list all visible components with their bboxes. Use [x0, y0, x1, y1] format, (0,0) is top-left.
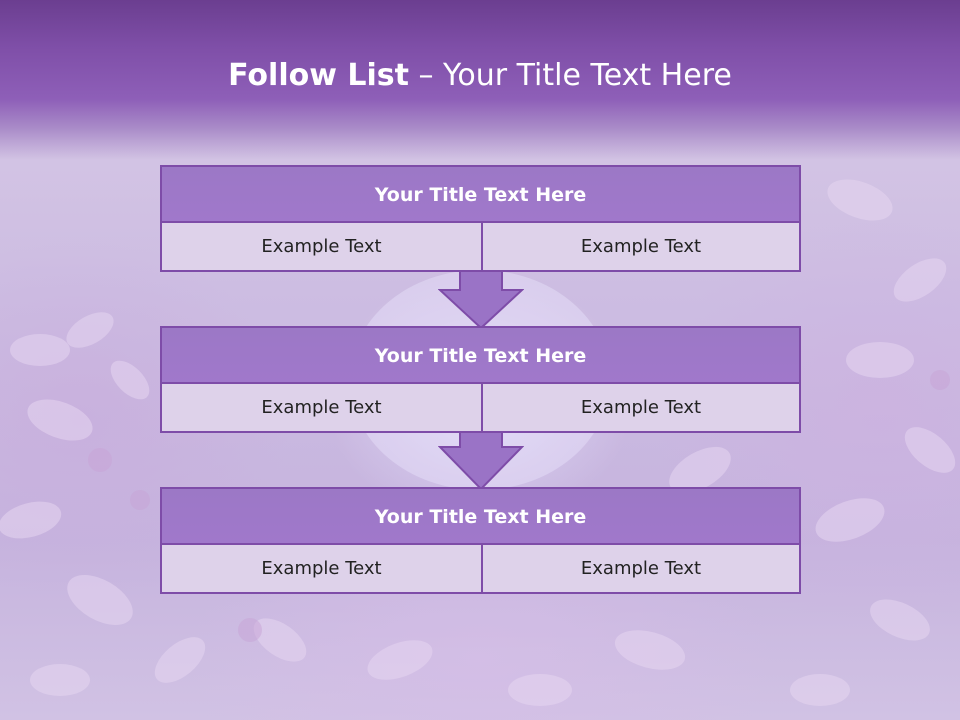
step-left-text: Example Text — [162, 384, 483, 431]
step-left-text: Example Text — [162, 223, 483, 270]
step-title: Your Title Text Here — [162, 167, 799, 223]
down-arrow-icon — [438, 270, 524, 330]
down-arrow-icon — [438, 431, 524, 491]
step-box-2: Your Title Text Here Example Text Exampl… — [160, 326, 801, 433]
step-right-text: Example Text — [483, 545, 799, 592]
title-banner — [0, 0, 960, 160]
step-title: Your Title Text Here — [162, 489, 799, 545]
step-right-text: Example Text — [483, 223, 799, 270]
step-left-text: Example Text — [162, 545, 483, 592]
slide-title-bold: Follow List — [228, 58, 409, 93]
slide-title-rest: – Your Title Text Here — [408, 58, 732, 93]
slide-title: Follow List – Your Title Text Here — [0, 56, 960, 96]
step-right-text: Example Text — [483, 384, 799, 431]
step-title: Your Title Text Here — [162, 328, 799, 384]
step-box-3: Your Title Text Here Example Text Exampl… — [160, 487, 801, 594]
step-box-1: Your Title Text Here Example Text Exampl… — [160, 165, 801, 272]
